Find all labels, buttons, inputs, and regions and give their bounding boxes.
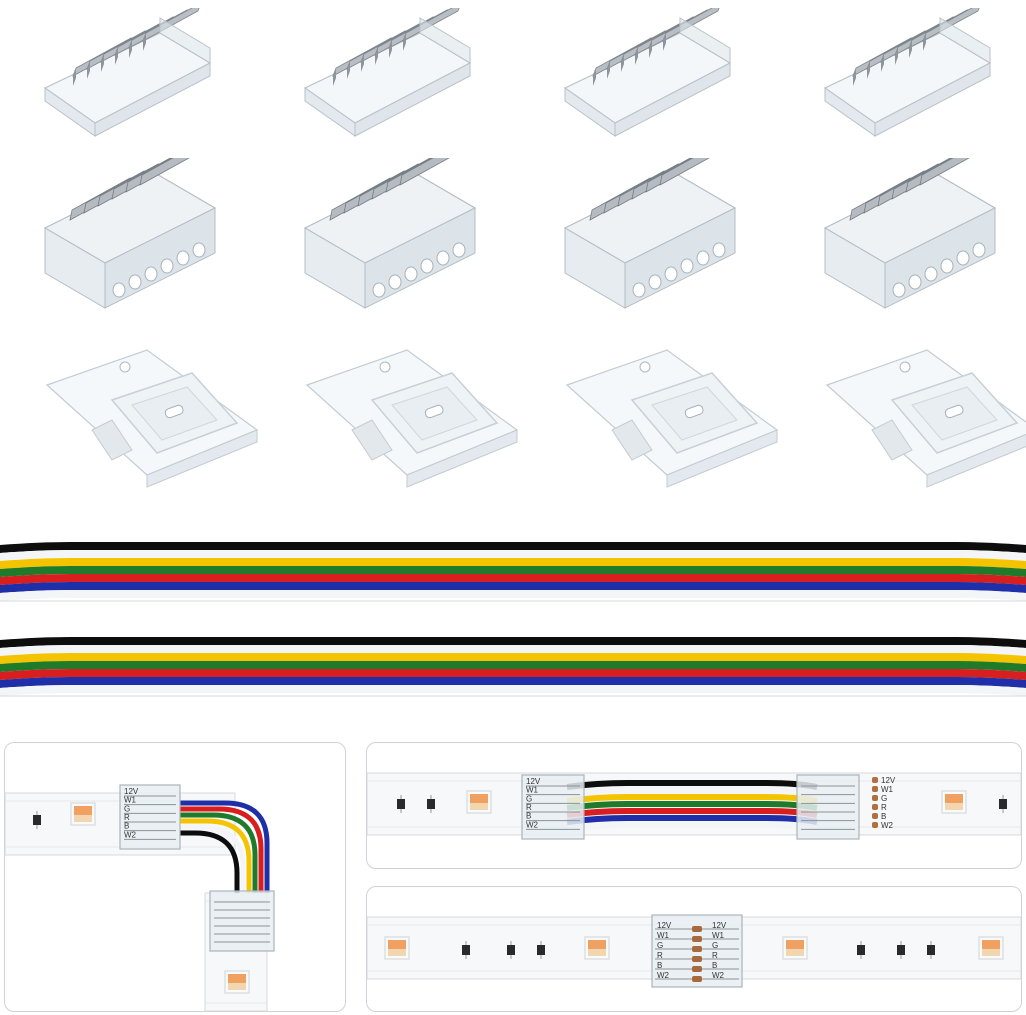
clip-connector-closed-2: [295, 158, 485, 318]
svg-text:W1: W1: [124, 796, 137, 805]
svg-text:W2: W2: [712, 971, 725, 980]
svg-text:B: B: [657, 961, 662, 970]
svg-text:W2: W2: [657, 971, 670, 980]
extension-wire-1: [0, 530, 1026, 605]
clip-connector-open-3: [555, 8, 745, 148]
clip-connector-closed-3: [555, 158, 745, 318]
svg-text:12V: 12V: [881, 776, 896, 785]
svg-text:W1: W1: [881, 785, 894, 794]
svg-text:B: B: [712, 961, 717, 970]
svg-text:B: B: [526, 812, 531, 821]
svg-text:R: R: [881, 803, 887, 812]
svg-text:R: R: [124, 813, 130, 822]
clip-connector-open-4: [815, 8, 1005, 148]
svg-text:W2: W2: [881, 821, 894, 830]
svg-text:R: R: [712, 951, 718, 960]
svg-text:W1: W1: [657, 931, 670, 940]
clip-connector-open-2: [295, 8, 485, 148]
svg-text:W2: W2: [124, 830, 137, 839]
mounting-clip-4: [817, 345, 1026, 495]
svg-text:W2: W2: [526, 820, 539, 829]
mounting-clip-1: [37, 345, 267, 495]
svg-text:12V: 12V: [526, 777, 541, 786]
svg-text:B: B: [124, 822, 129, 831]
svg-text:G: G: [526, 794, 532, 803]
svg-text:R: R: [657, 951, 663, 960]
svg-text:12V: 12V: [712, 921, 727, 930]
clip-connector-open-1: [35, 8, 225, 148]
mounting-clip-2: [297, 345, 527, 495]
svg-text:W1: W1: [712, 931, 725, 940]
extension-wire-2: [0, 625, 1026, 700]
svg-text:B: B: [881, 812, 886, 821]
clip-connector-closed-4: [815, 158, 1005, 318]
svg-text:G: G: [124, 804, 130, 813]
svg-text:G: G: [712, 941, 718, 950]
svg-text:R: R: [526, 803, 532, 812]
svg-text:12V: 12V: [657, 921, 672, 930]
svg-text:G: G: [881, 794, 887, 803]
svg-text:12V: 12V: [124, 787, 139, 796]
mounting-clip-3: [557, 345, 787, 495]
svg-text:W1: W1: [526, 786, 539, 795]
clip-connector-closed-1: [35, 158, 225, 318]
svg-text:G: G: [657, 941, 663, 950]
